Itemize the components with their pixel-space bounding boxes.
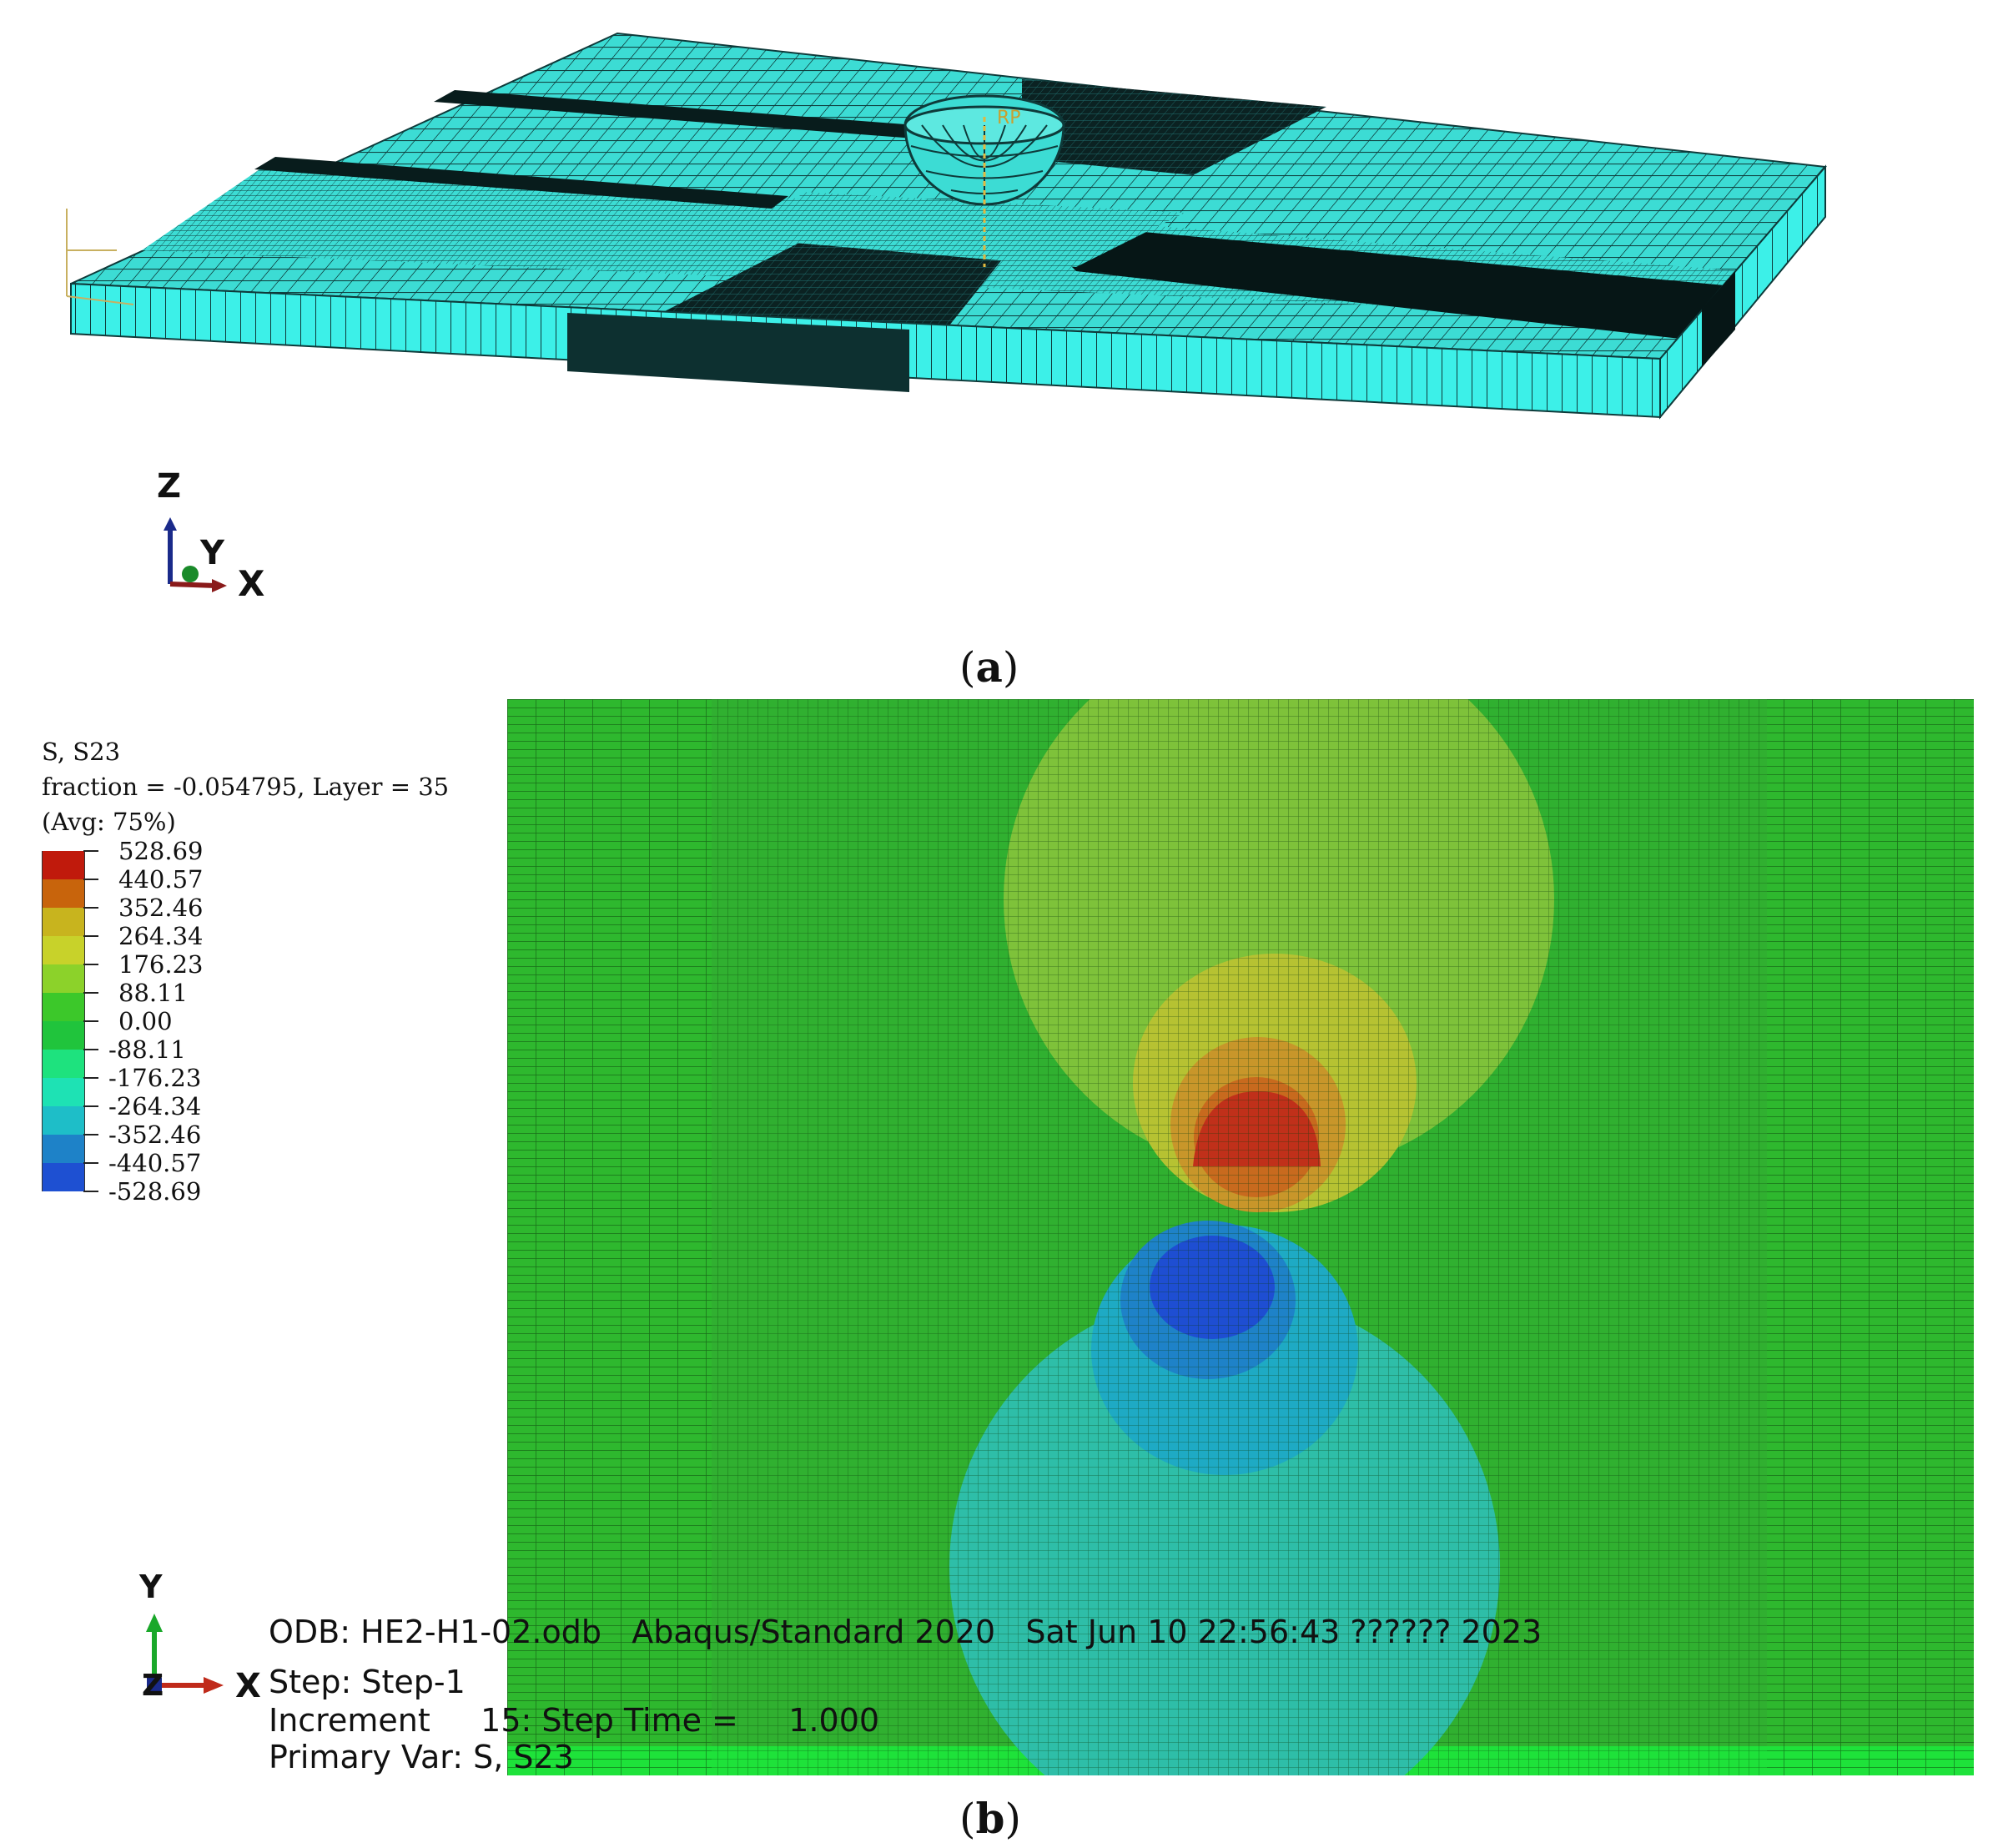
step-time: 1.000 [788,1702,880,1739]
axis-x-label-a: X [238,563,265,604]
legend-swatch [42,1135,85,1163]
legend-subtitle: fraction = -0.054795, Layer = 35 [42,773,450,801]
caption-b: (b) [959,1794,1021,1843]
indenter-hemisphere [903,94,1065,267]
legend-level-label: 264.34 [118,922,204,950]
step-line: Step: Step-1 [269,1664,466,1700]
legend-swatch [42,1078,85,1106]
legend-level-label: 176.23 [118,950,204,979]
coarse-mesh-left [507,699,712,1775]
legend-tick [83,935,98,937]
legend-swatch [42,908,85,936]
panel-a-mesh-view: RP Z Y X [0,0,1998,634]
dark-strip-lower-left [254,157,788,209]
legend-swatch [42,1021,85,1050]
odb-line: ODB: HE2-H1-02.odb Abaqus/Standard 2020 … [269,1614,1542,1650]
legend-level-label: -352.46 [108,1120,202,1149]
odb-name: ODB: HE2-H1-02.odb [269,1614,601,1650]
legend-avg: (Avg: 75%) [42,808,176,836]
legend-swatch [42,936,85,964]
legend-swatch [42,964,85,993]
legend-swatch [42,1050,85,1078]
legend-level-label: 440.57 [118,865,204,894]
legend-tick [83,964,98,965]
legend-swatch [42,879,85,908]
legend-swatch [42,1163,85,1191]
legend-level-label: -528.69 [108,1177,202,1206]
stress-legend: S, S23 fraction = -0.054795, Layer = 35 … [42,734,476,1204]
legend-swatch [42,993,85,1021]
caption-a: (a) [959,642,1019,692]
legend-swatch [42,851,85,879]
legend-level-label: 352.46 [118,894,204,922]
axis-z-label-b: Z [142,1669,164,1703]
legend-tick [83,1077,98,1079]
contour-svg [507,699,1974,1775]
legend-swatch [42,1106,85,1135]
legend-level-label: -176.23 [108,1064,202,1092]
legend-tick [83,992,98,994]
legend-tick [83,1134,98,1135]
axis-y-label-a: Y [200,534,224,572]
legend-tick [83,1020,98,1022]
corner-triad [66,209,134,305]
legend-tick [83,1105,98,1107]
axis-triad-b [146,1614,224,1694]
axis-triad-a [164,517,227,592]
legend-tick [83,879,98,880]
legend-level-label: -264.34 [108,1092,202,1120]
increment-line: Increment 15: Step Time = 1.000 [269,1702,879,1739]
rp-label: RP [997,108,1021,128]
coarse-mesh-right [1767,699,1974,1775]
dark-strip-right [1026,221,1752,342]
fine-mesh-center [712,699,1767,1775]
plate-front-dark [567,313,909,392]
axis-y-label-b: Y [139,1569,163,1605]
legend-level-label: -88.11 [108,1035,186,1064]
legend-level-label: -440.57 [108,1149,202,1177]
primary-var-line: Primary Var: S, S23 [269,1739,574,1775]
solver-version: Abaqus/Standard 2020 [632,1614,996,1650]
plate-right-face [1659,164,1826,420]
run-date: Sat Jun 10 22:56:43 ?????? 2023 [1025,1614,1543,1650]
increment-label: Increment [269,1702,430,1739]
legend-title: S, S23 [42,738,121,766]
legend-level-label: 0.00 [118,1007,173,1035]
legend-tick [83,907,98,909]
increment-value: 15: Step Time = [481,1702,738,1739]
legend-tick [83,1049,98,1050]
axis-x-label-b: X [235,1667,261,1705]
axis-z-label-a: Z [157,467,182,506]
stress-contour-plot [507,699,1974,1775]
legend-level-label: 88.11 [118,979,189,1007]
mesh-3d-view: RP [66,32,1827,592]
legend-tick [83,1191,98,1192]
legend-level-label: 528.69 [118,837,204,865]
legend-tick [83,850,98,852]
plate-right-dark [1702,271,1735,367]
dark-strip-upper-left [434,90,1026,146]
legend-tick [83,1162,98,1164]
dark-block-upper [1022,79,1326,175]
